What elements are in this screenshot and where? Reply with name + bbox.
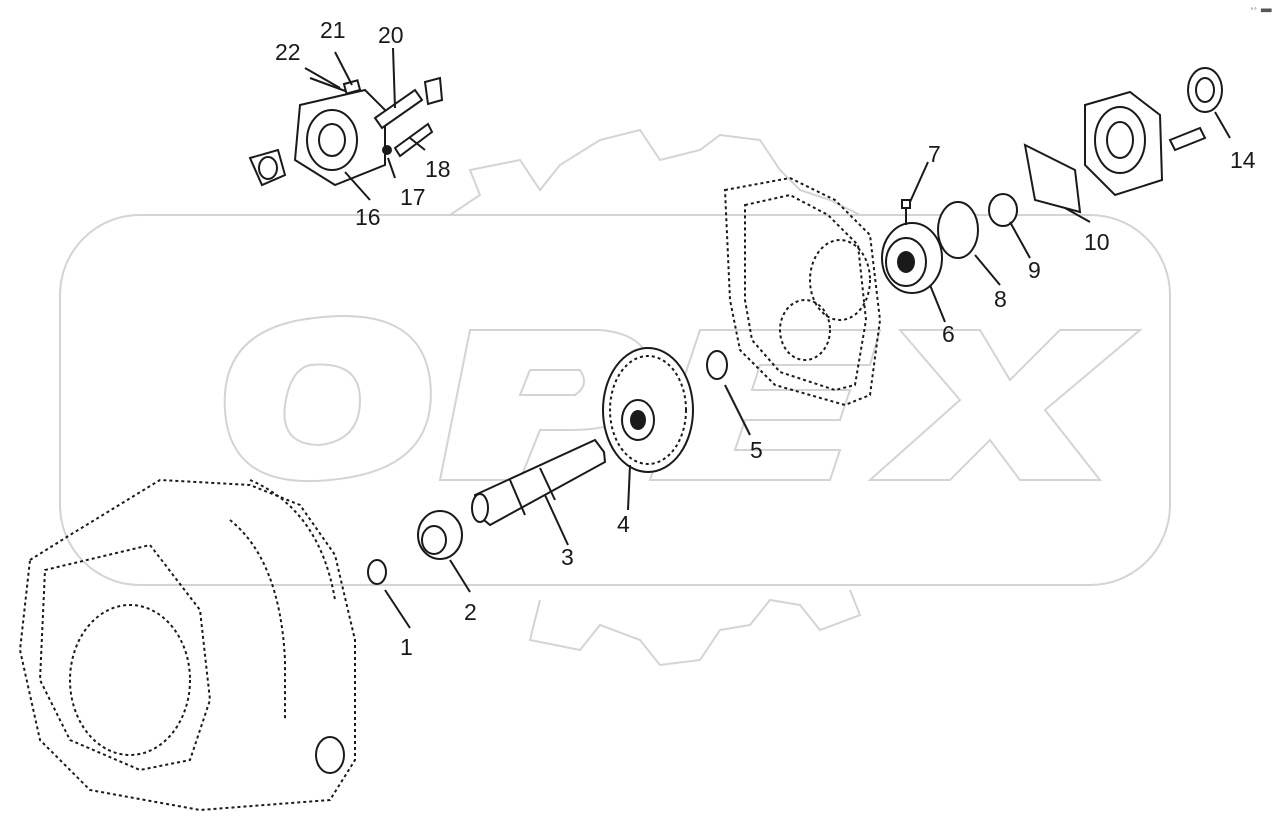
gear-part-4 — [602, 347, 694, 473]
callout-3: 3 — [561, 544, 574, 570]
callout-16: 16 — [355, 204, 381, 230]
watermark-logo — [59, 214, 1171, 586]
rear-cover-assembly — [1084, 67, 1223, 197]
callout-10: 10 — [1084, 229, 1110, 255]
callout-18: 18 — [425, 156, 451, 182]
leader-lines-top-left — [304, 47, 426, 201]
pin-part-7 — [901, 199, 911, 225]
shaft-part-3 — [471, 438, 607, 527]
leader-lines — [384, 111, 1231, 629]
watermark-gear — [449, 128, 862, 667]
callout-5: 5 — [750, 437, 763, 463]
callout-14: 14 — [1230, 147, 1256, 173]
callout-22: 22 — [275, 39, 301, 65]
callout-9: 9 — [1028, 257, 1041, 283]
callout-7: 7 — [928, 141, 941, 167]
callout-6: 6 — [942, 321, 955, 347]
main-housing — [18, 478, 356, 812]
callout-20: 20 — [378, 22, 404, 48]
callouts: 1 2 3 4 5 6 7 8 9 10 14 16 17 18 20 21 2… — [275, 17, 1256, 660]
corner-mark: °° ■■■ — [1250, 7, 1272, 14]
washer-part-5 — [706, 350, 728, 380]
callout-17: 17 — [400, 184, 426, 210]
callout-2: 2 — [464, 599, 477, 625]
gasket-part-10 — [1023, 143, 1082, 214]
callout-4: 4 — [617, 511, 630, 537]
gear-case-cover — [723, 176, 882, 407]
snap-ring-part-8 — [937, 201, 979, 259]
seal-part-1 — [367, 559, 387, 585]
bearing-part-6 — [881, 222, 943, 294]
front-cover-assembly — [248, 76, 444, 187]
callout-1: 1 — [400, 634, 413, 660]
callout-21: 21 — [320, 17, 346, 43]
seal-part-9 — [988, 193, 1018, 227]
callout-8: 8 — [994, 286, 1007, 312]
bearing-part-2 — [417, 510, 463, 560]
